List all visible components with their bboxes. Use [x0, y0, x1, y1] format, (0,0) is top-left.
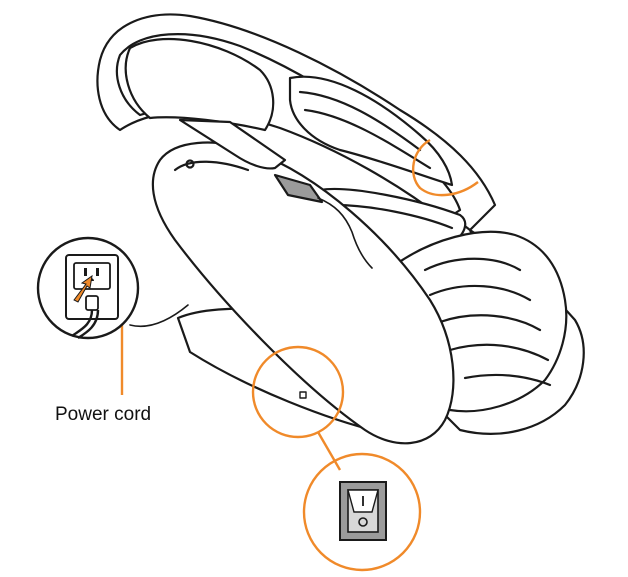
switch-marker	[299, 391, 307, 399]
power-cord-label: Power cord	[55, 404, 152, 425]
panel-bolt	[185, 159, 195, 169]
highlight-circle-switch	[251, 345, 345, 439]
chair-armrest-top	[178, 118, 287, 170]
rocker-switch-icon	[339, 481, 387, 541]
switch-callout-circle	[302, 452, 422, 572]
chair-back-cushion	[288, 75, 454, 187]
power-cord-line	[129, 304, 189, 328]
chair-headrest	[124, 38, 275, 132]
power-outlet-icon	[36, 236, 140, 340]
insert-arrow-icon	[73, 274, 93, 303]
remote-holder	[273, 173, 324, 204]
highlight-arc-upper	[411, 138, 479, 197]
callout-line-switch	[316, 431, 342, 471]
